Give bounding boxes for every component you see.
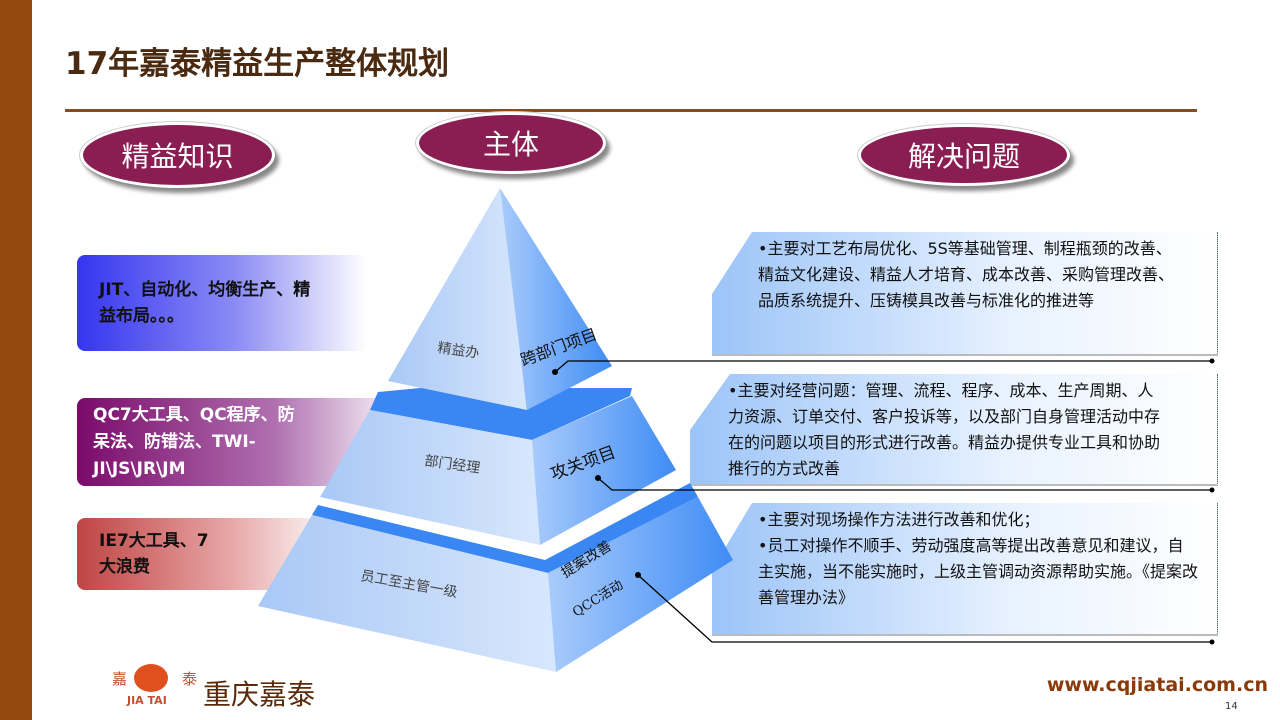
solution-text: •主要对现场操作方法进行改善和优化； — [758, 510, 1040, 529]
connector-lines — [554, 360, 1212, 643]
logo-char-right: 泰 — [182, 670, 198, 688]
solution-text: •员工对操作不顺手、劳动强度高等提出改善意见和建议，自主实施，当不能实施时，上级… — [758, 536, 1199, 607]
solution-text: •主要对经营问题：管理、流程、程序、成本、生产周期、人力资源、订单交付、客户投诉… — [728, 381, 1161, 478]
solution-box-2: •主要对经营问题：管理、流程、程序、成本、生产周期、人力资源、订单交付、客户投诉… — [690, 374, 1218, 486]
connector-dots — [552, 358, 1215, 645]
level-2-subject: 部门经理 — [423, 453, 481, 477]
pyramid-level-3 — [258, 483, 733, 672]
logo-char-left: 嘉 — [112, 670, 128, 688]
solution-box-3: •主要对现场操作方法进行改善和优化； •员工对操作不顺手、劳动强度高等提出改善意见… — [712, 503, 1218, 636]
knowledge-text: JIT、自动化、均衡生产、精益布局。。。 — [99, 280, 311, 326]
solution-text: •主要对工艺布局优化、5S等基础管理、制程瓶颈的改善、精益文化建设、精益人才培育… — [758, 239, 1175, 310]
subject-header: 主体 — [416, 112, 606, 174]
page-number: 14 — [1225, 701, 1238, 712]
level-1-subject: 精益办 — [436, 340, 480, 362]
website-url[interactable]: www.cqjiatai.com.cn — [1046, 674, 1268, 696]
pyramid-level-1 — [388, 188, 612, 410]
solution-box-1: •主要对工艺布局优化、5S等基础管理、制程瓶颈的改善、精益文化建设、精益人才培育… — [712, 232, 1218, 356]
sidebar-bar — [0, 0, 32, 720]
knowledge-box-jit: JIT、自动化、均衡生产、精益布局。。。 — [77, 255, 367, 351]
knowledge-text: QC7大工具、QC程序、防呆法、防错法、TWI-JI\JS\JR\JM — [93, 404, 295, 479]
jiatai-logo: 嘉 泰 JIA TAI — [112, 660, 232, 710]
knowledge-text: IE7大工具、7大浪费 — [99, 531, 209, 577]
page-title: 17年嘉泰精益生产整体规划 — [65, 46, 450, 82]
logo-emblem-icon — [134, 664, 168, 692]
brand-name: 重庆嘉泰 — [203, 678, 316, 711]
pyramid-level-2 — [320, 388, 676, 545]
title-divider — [65, 109, 1197, 112]
solve-header: 解决问题 — [858, 124, 1070, 186]
logo-english: JIA TAI — [127, 694, 167, 707]
knowledge-header: 精益知识 — [80, 122, 275, 188]
